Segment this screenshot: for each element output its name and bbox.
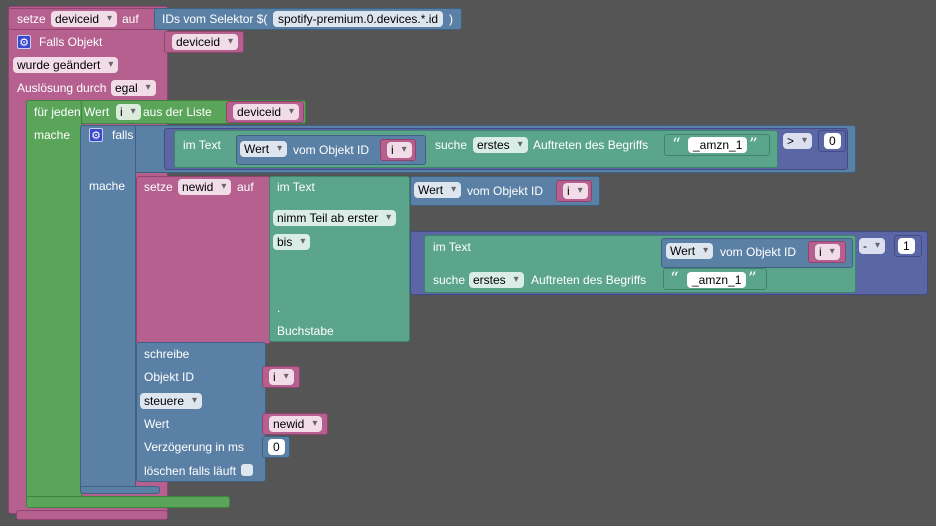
close-quote-icon: ”: [748, 269, 757, 289]
if-label: falls: [112, 128, 134, 142]
sub-unit-label: Buchstabe: [277, 324, 334, 338]
cond-operator-dropdown[interactable]: >: [783, 133, 813, 149]
write-object-dropdown[interactable]: i: [269, 369, 294, 385]
inner-find-label: suche: [433, 273, 466, 287]
write-clear-label: löschen falls läuft: [144, 464, 237, 478]
set-newid-label: setze: [144, 180, 173, 194]
trigger-label: Falls Objekt: [39, 35, 103, 49]
loop-do-label: mache: [34, 128, 71, 142]
write-clear-checkbox[interactable]: [241, 464, 253, 476]
write-value-label: Wert: [144, 417, 170, 431]
sub-value-dropdown[interactable]: Wert: [414, 182, 462, 198]
cond-compare-number-field[interactable]: 0: [824, 133, 841, 149]
write-delay-label: Verzögerung in ms: [144, 440, 245, 454]
write-value-dropdown[interactable]: newid: [269, 416, 323, 432]
gear-icon[interactable]: ⚙: [89, 128, 103, 142]
trigger-by-dropdown[interactable]: egal: [111, 80, 156, 96]
trigger-object-dropdown[interactable]: deviceid: [172, 34, 239, 50]
inner-occurrence-label: Auftreten des Begriffs: [531, 273, 647, 287]
inner-in-text-label: im Text: [433, 240, 471, 254]
inner-operand-field[interactable]: 1: [898, 238, 915, 254]
sub-var-dropdown[interactable]: i: [563, 183, 588, 199]
sub-dot-label: .: [277, 301, 281, 315]
loop-list-dropdown[interactable]: deviceid: [233, 104, 300, 120]
cond-occurrence-label: Auftreten des Begriffs: [533, 138, 649, 152]
loop-block-footer: [26, 496, 230, 508]
cond-occurrence-dropdown[interactable]: erstes: [473, 137, 528, 153]
trigger-block-footer: [16, 510, 168, 520]
inner-term-field[interactable]: _amzn_1: [687, 272, 747, 288]
cond-var-dropdown[interactable]: i: [387, 142, 412, 158]
write-block[interactable]: [136, 342, 266, 482]
cond-of-object-label: vom Objekt ID: [293, 143, 370, 157]
substring-block[interactable]: [269, 176, 410, 342]
cond-find-label: suche: [435, 138, 468, 152]
sub-of-object-label: vom Objekt ID: [467, 184, 544, 198]
write-delay-field[interactable]: 0: [268, 439, 285, 455]
set-label: setze: [17, 12, 46, 26]
cond-value-dropdown[interactable]: Wert: [240, 141, 288, 157]
selector-pattern-field[interactable]: spotify-premium.0.devices.*.id: [273, 11, 444, 27]
set-newid-block[interactable]: [136, 176, 271, 344]
loop-list-label: aus der Liste: [143, 105, 212, 119]
sub-to-dropdown[interactable]: bis: [273, 234, 311, 250]
deviceid-variable-dropdown[interactable]: deviceid: [51, 11, 118, 27]
newid-variable-dropdown[interactable]: newid: [178, 179, 232, 195]
set-newid-to-label: auf: [237, 180, 254, 194]
trigger-by-label: Auslösung durch: [17, 81, 107, 95]
set-to-label: auf: [122, 12, 139, 26]
open-quote-icon: “: [672, 135, 681, 155]
cond-in-text-label: im Text: [183, 138, 221, 152]
inner-of-object-label: vom Objekt ID: [720, 245, 797, 259]
loop-variable-dropdown[interactable]: i: [116, 104, 141, 120]
cond-term-field[interactable]: _amzn_1: [688, 137, 748, 153]
trigger-change-dropdown[interactable]: wurde geändert: [13, 57, 119, 73]
if-do-label: mache: [89, 179, 126, 193]
inner-value-dropdown[interactable]: Wert: [666, 243, 714, 259]
open-quote-icon: “: [670, 269, 679, 289]
selector-label: IDs vom Selektor $(: [162, 12, 268, 26]
close-quote-icon: ”: [749, 135, 758, 155]
sub-in-text-label: im Text: [277, 180, 315, 194]
inner-operator-dropdown[interactable]: -: [859, 238, 885, 254]
if-block-footer: [80, 486, 160, 494]
loop-label: für jeden Wert: [34, 105, 110, 119]
inner-occurrence-dropdown[interactable]: erstes: [469, 272, 524, 288]
write-object-label: Objekt ID: [144, 370, 195, 384]
sub-from-dropdown[interactable]: nimm Teil ab erster: [273, 210, 397, 226]
selector-close-paren: ): [449, 12, 453, 26]
gear-icon[interactable]: ⚙: [17, 35, 31, 49]
inner-var-dropdown[interactable]: i: [815, 244, 840, 260]
loop-block-body: [26, 100, 82, 500]
write-mode-dropdown[interactable]: steuere: [140, 393, 203, 409]
write-label: schreibe: [144, 347, 190, 361]
